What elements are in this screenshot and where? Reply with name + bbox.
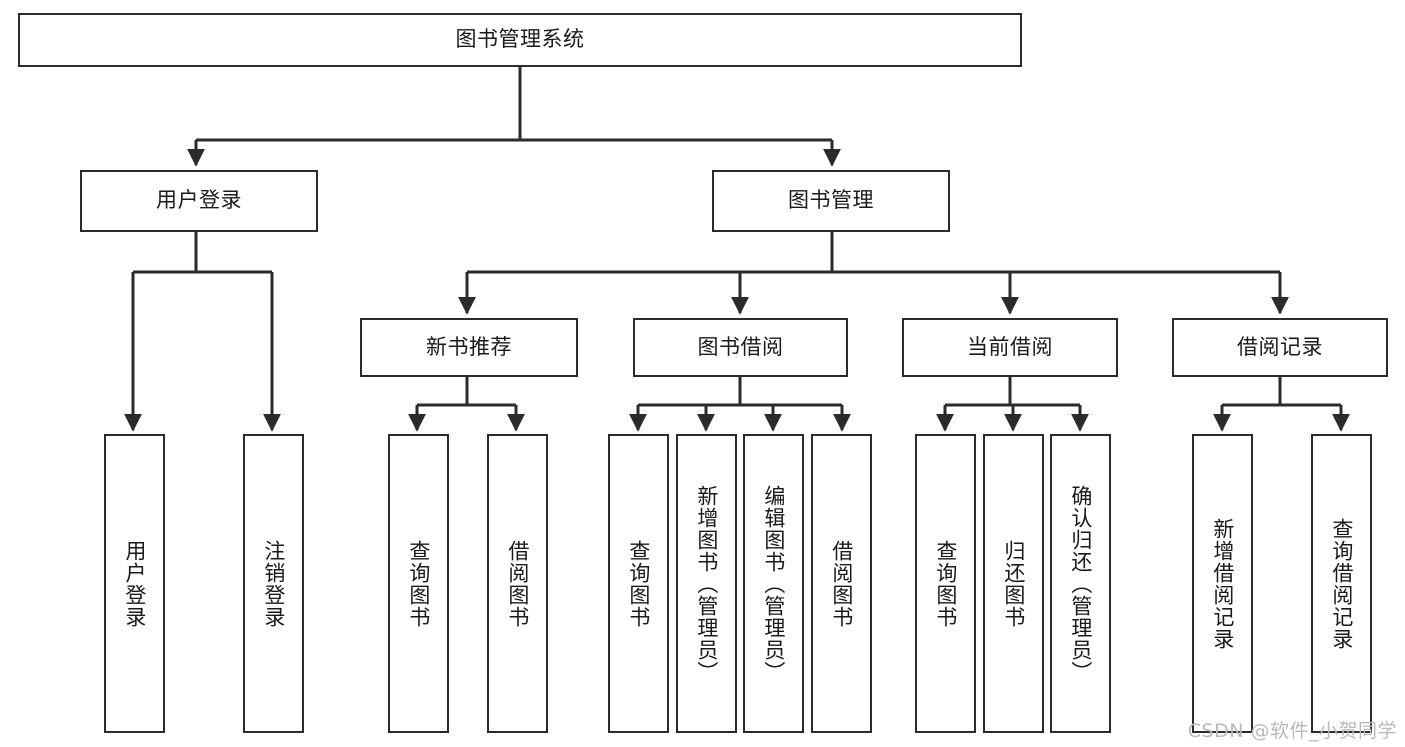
node-new-book-recommend[interactable]: 新书推荐	[360, 318, 578, 377]
node-label: 新书推荐	[426, 334, 512, 359]
node-book-management[interactable]: 图书管理	[712, 170, 950, 232]
node-label: 用户登录	[156, 188, 242, 213]
node-label: 当前借阅	[967, 334, 1053, 359]
leaf-user-login-logout[interactable]: 注销登录	[243, 434, 304, 733]
leaf-current-query-book[interactable]: 查询图书	[915, 434, 976, 733]
node-label: 新增图书（管理员）	[694, 484, 719, 683]
node-root[interactable]: 图书管理系统	[18, 13, 1022, 67]
leaf-current-confirm-return[interactable]: 确认归还（管理员）	[1050, 434, 1111, 733]
node-label: 查询借阅记录	[1329, 517, 1354, 650]
node-label: 注销登录	[261, 539, 286, 628]
node-label: 查询图书	[933, 539, 958, 628]
leaf-recommend-borrow-book[interactable]: 借阅图书	[487, 434, 548, 733]
leaf-borrow-add-book[interactable]: 新增图书（管理员）	[676, 434, 737, 733]
node-current-borrow[interactable]: 当前借阅	[902, 318, 1118, 377]
leaf-borrow-query-book[interactable]: 查询图书	[608, 434, 669, 733]
node-label: 图书管理	[788, 188, 874, 213]
leaf-borrow-edit-book[interactable]: 编辑图书（管理员）	[743, 434, 804, 733]
node-label: 图书借阅	[697, 334, 784, 359]
leaf-user-login-login[interactable]: 用户登录	[104, 434, 165, 733]
leaf-recommend-query-book[interactable]: 查询图书	[388, 434, 449, 733]
node-label: 用户登录	[122, 539, 147, 628]
leaf-record-add-record[interactable]: 新增借阅记录	[1192, 434, 1253, 733]
node-label: 查询图书	[626, 539, 651, 628]
node-user-login[interactable]: 用户登录	[80, 170, 318, 232]
node-label: 确认归还（管理员）	[1068, 484, 1093, 683]
leaf-current-return-book[interactable]: 归还图书	[983, 434, 1044, 733]
leaf-record-query-record[interactable]: 查询借阅记录	[1311, 434, 1372, 733]
node-label: 新增借阅记录	[1210, 517, 1235, 650]
node-label: 查询图书	[406, 539, 431, 628]
node-label: 借阅记录	[1237, 334, 1323, 359]
node-label: 借阅图书	[829, 539, 854, 628]
watermark-text: CSDN @软件_小贺同学	[1187, 720, 1397, 742]
node-book-borrow[interactable]: 图书借阅	[633, 318, 848, 377]
leaf-borrow-borrow-book[interactable]: 借阅图书	[811, 434, 872, 733]
node-label: 编辑图书（管理员）	[761, 484, 786, 683]
node-borrow-record[interactable]: 借阅记录	[1172, 318, 1388, 377]
node-label: 借阅图书	[505, 539, 530, 628]
node-label: 图书管理系统	[455, 27, 585, 52]
node-label: 归还图书	[1001, 539, 1026, 628]
